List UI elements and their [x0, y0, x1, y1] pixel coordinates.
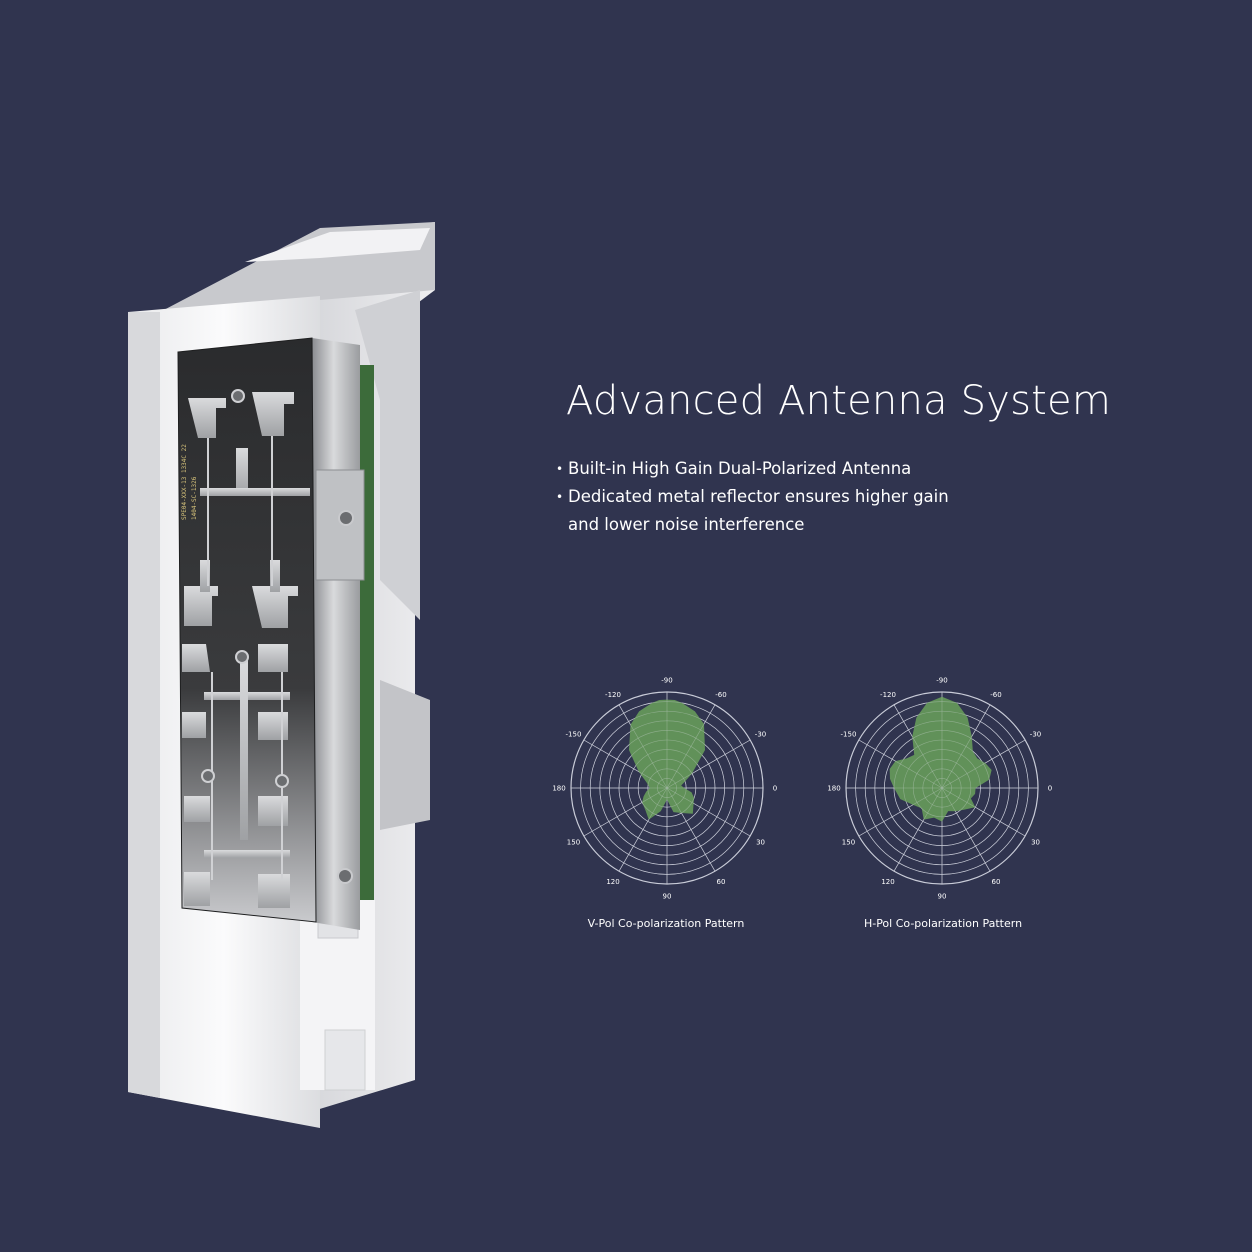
grid-ring-overlay — [922, 768, 962, 808]
grid-spoke-overlay — [941, 739, 1026, 789]
grid-ring-overlay — [884, 730, 1000, 846]
grid-ring-overlay — [647, 768, 687, 808]
angle-tick-label: 60 — [992, 878, 1001, 886]
h-pol-pattern-chart: -90 -60 -30 0 30 60 90 120 150 180 -150 -120 — [827, 677, 1052, 901]
grid-ring-overlay — [589, 710, 745, 866]
grid-spoke-overlay — [583, 739, 668, 789]
angle-tick-label: 90 — [663, 893, 672, 901]
grid-spoke-overlay — [893, 787, 943, 872]
grid-ring-overlay — [864, 710, 1020, 866]
angle-tick-label: 180 — [827, 785, 840, 793]
feature-item-reflector: Dedicated metal reflector ensures higher… — [556, 483, 968, 539]
grid-spoke-overlay — [858, 739, 943, 789]
angle-tick-label: -60 — [715, 691, 726, 699]
grid-ring-overlay — [657, 778, 677, 798]
grid-spoke-overlay — [941, 704, 991, 789]
radiation-pattern-area — [889, 696, 992, 822]
grid-spoke-overlay — [666, 787, 716, 872]
page-title: Advanced Antenna System — [566, 378, 1111, 424]
angle-tick-label: 0 — [1048, 785, 1052, 793]
angle-tick-label: 60 — [717, 878, 726, 886]
grid-spoke-overlay — [666, 739, 751, 789]
grid-ring-overlay — [903, 749, 981, 827]
angle-tick-label: 120 — [881, 878, 894, 886]
grid-spoke-overlay — [941, 787, 991, 872]
radiation-pattern-area — [628, 699, 706, 820]
angle-tick-label: -150 — [566, 731, 582, 739]
grid-ring-overlay — [609, 730, 725, 846]
feature-item-gain: Built-in High Gain Dual-Polarized Antenn… — [556, 455, 968, 483]
grid-spoke-overlay — [666, 787, 751, 837]
grid-ring-overlay — [618, 739, 716, 837]
angle-tick-label: 90 — [938, 893, 947, 901]
grid-ring-overlay — [874, 720, 1010, 856]
angle-tick-label: -150 — [841, 731, 857, 739]
angle-tick-label: -90 — [661, 677, 672, 685]
grid-spoke-overlay — [858, 787, 943, 837]
feature-list: Built-in High Gain Dual-Polarized Antenn… — [556, 455, 968, 539]
board-label-2: 1404-SC-1326 — [191, 476, 198, 520]
grid-ring-overlay — [893, 739, 991, 837]
angle-tick-label: 120 — [606, 878, 619, 886]
h-pol-caption: H-Pol Co-polarization Pattern — [863, 917, 1023, 930]
grid-ring-overlay — [599, 720, 735, 856]
grid-spoke-overlay — [618, 704, 668, 789]
v-pol-pattern-chart: -90 -60 -30 0 30 60 90 120 150 180 -150 -120 — [552, 677, 777, 901]
grid-spoke-overlay — [941, 787, 1026, 837]
grid-ring-overlay — [580, 701, 754, 875]
angle-tick-label: 0 — [773, 785, 777, 793]
grid-ring-overlay — [637, 758, 697, 818]
board-label-1: SPE04-XXX-13 1334C 22 — [181, 444, 188, 520]
angle-tick-label: 30 — [756, 839, 765, 847]
grid-ring-overlay — [628, 749, 706, 827]
grid-spoke-overlay — [618, 787, 668, 872]
grid-spoke-overlay — [666, 704, 716, 789]
angle-tick-label: 150 — [842, 839, 855, 847]
angle-tick-label: 150 — [567, 839, 580, 847]
angle-tick-label: -90 — [936, 677, 947, 685]
grid-ring-overlay — [932, 778, 952, 798]
grid-ring-overlay — [855, 701, 1029, 875]
angle-tick-label: 180 — [552, 785, 565, 793]
angle-tick-label: -120 — [605, 691, 621, 699]
angle-tick-label: -30 — [1030, 731, 1041, 739]
grid-spoke-overlay — [893, 704, 943, 789]
angle-tick-label: -60 — [990, 691, 1001, 699]
angle-tick-label: -120 — [880, 691, 896, 699]
grid-spoke-overlay — [583, 787, 668, 837]
grid-ring-overlay — [912, 758, 972, 818]
v-pol-caption: V-Pol Co-polarization Pattern — [587, 917, 745, 930]
angle-tick-label: -30 — [755, 731, 766, 739]
angle-tick-label: 30 — [1031, 839, 1040, 847]
